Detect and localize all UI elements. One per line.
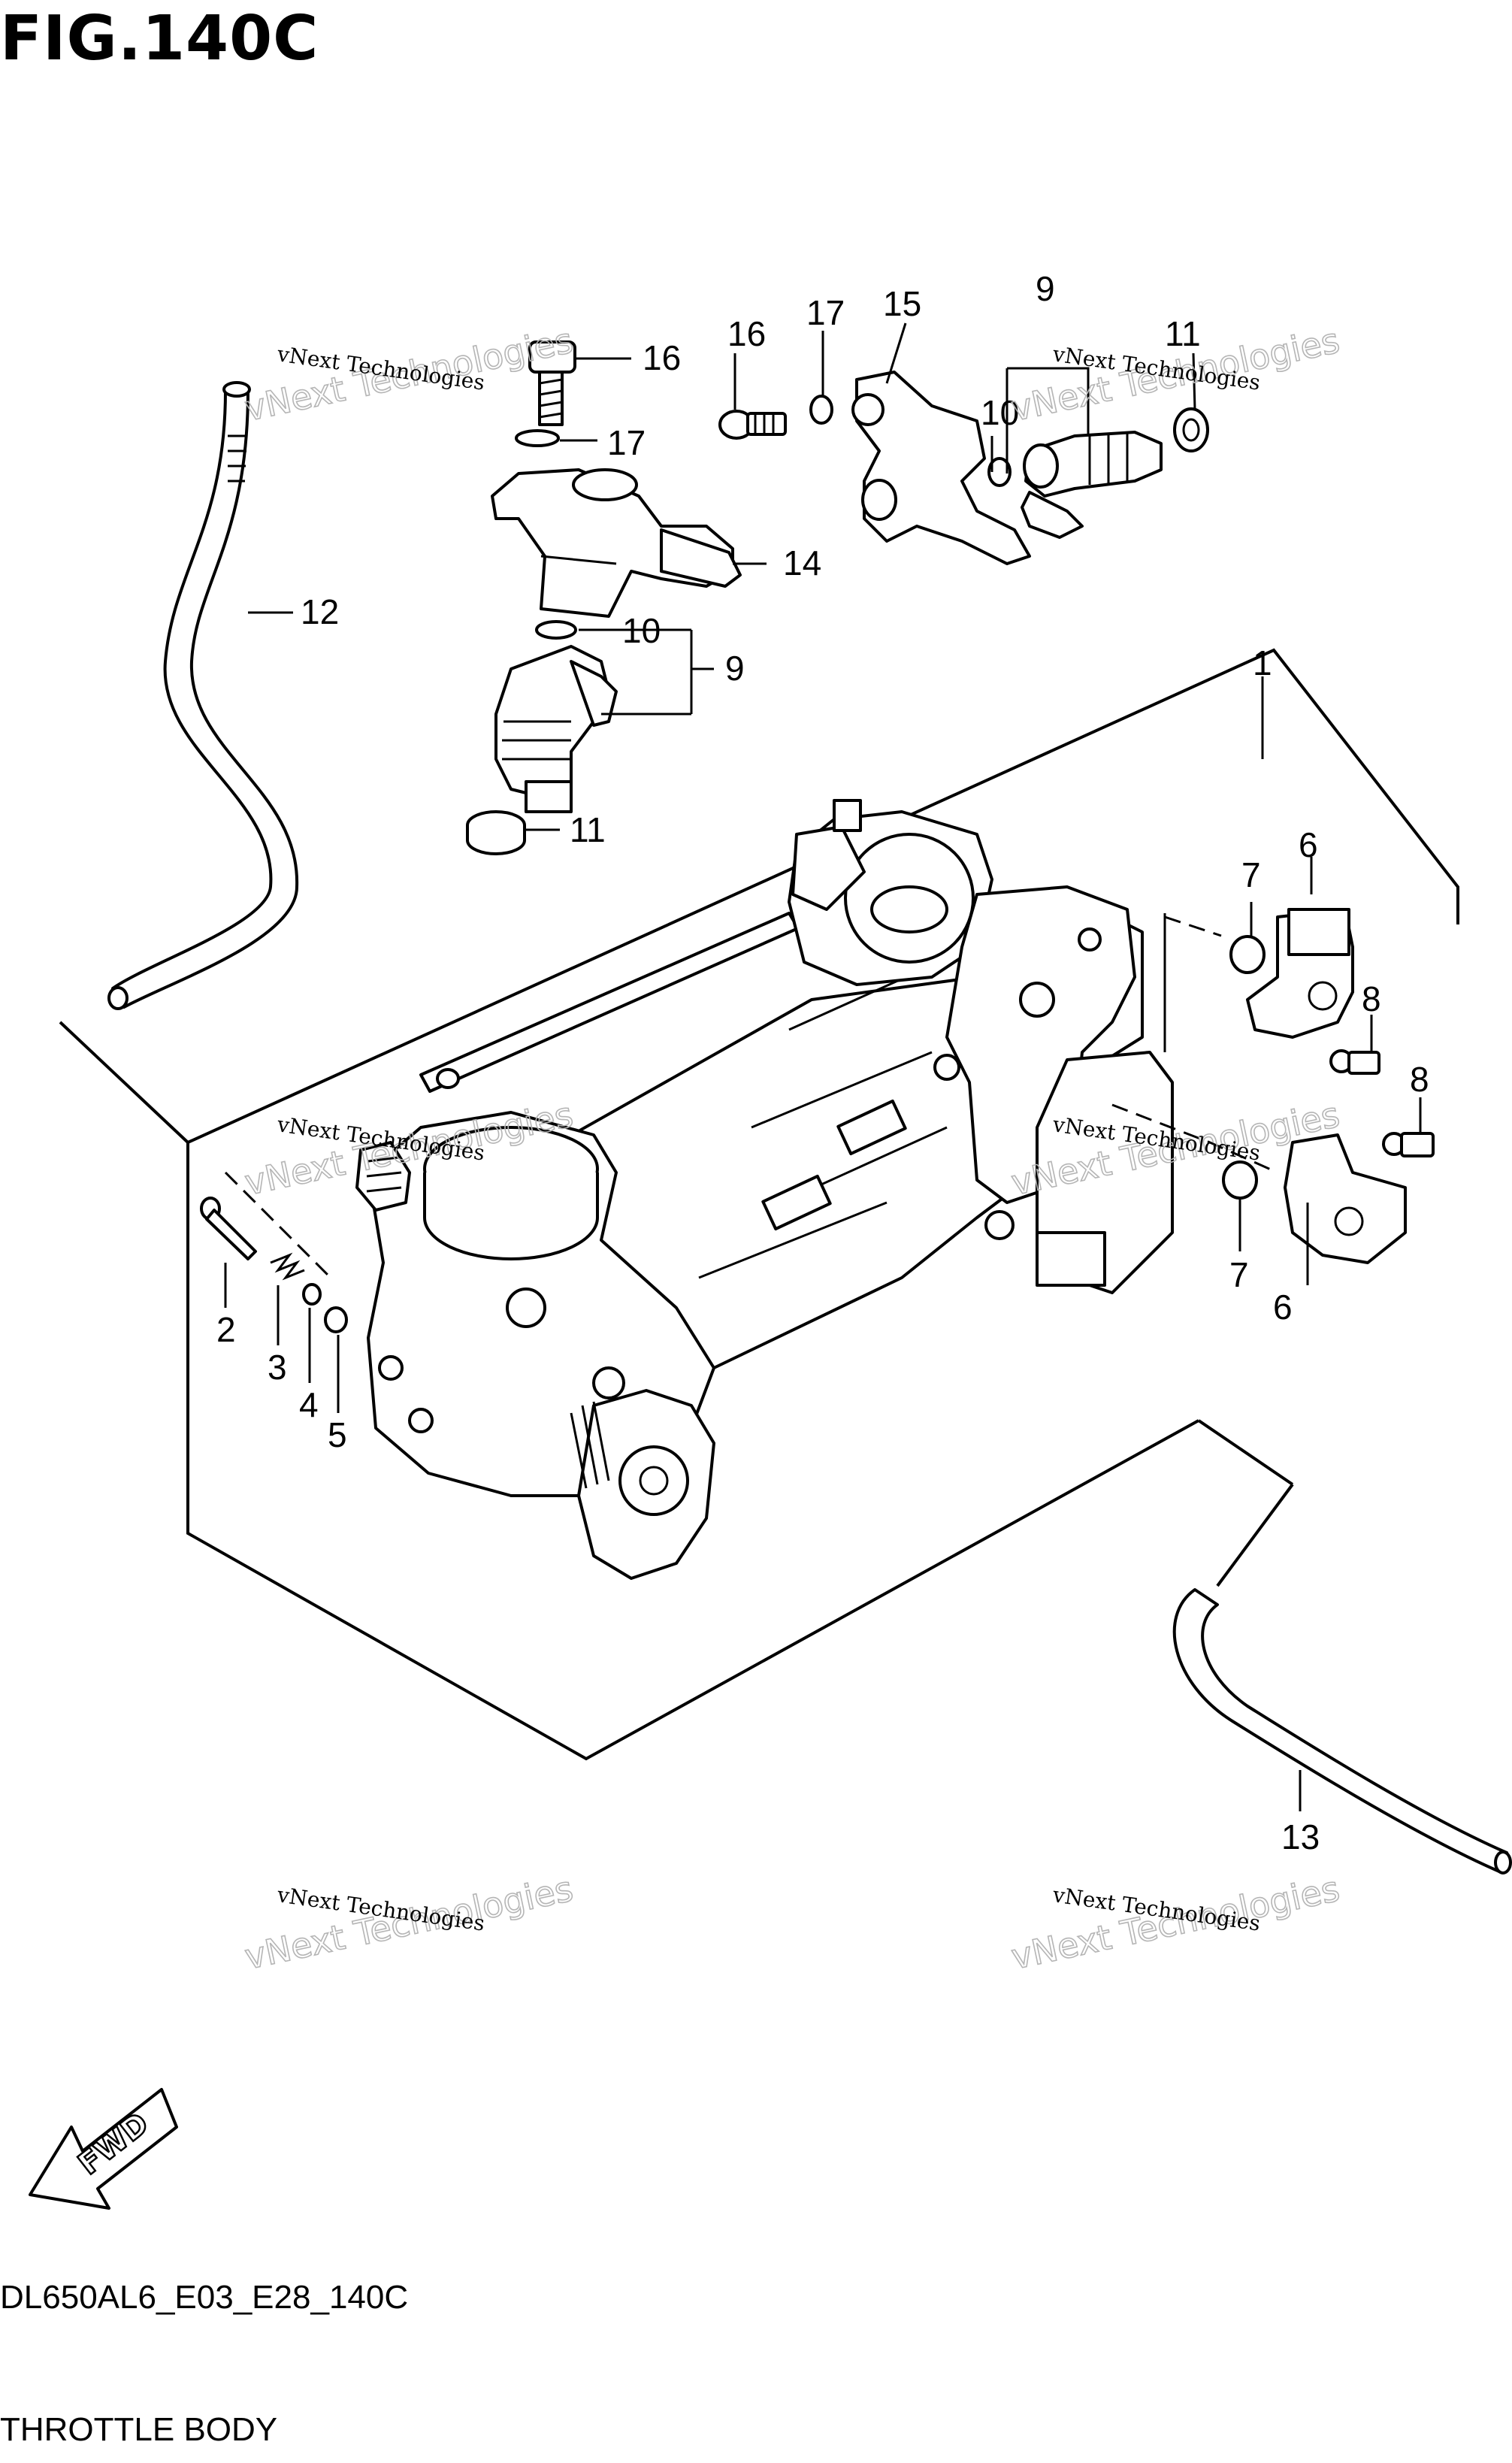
callout-17-right: 17 [806, 293, 845, 332]
o-ring-5 [324, 1306, 348, 1333]
callout-2: 2 [216, 1310, 236, 1349]
dashed-guide-upper [1164, 915, 1222, 937]
callout-12: 12 [301, 592, 339, 631]
bolt-8-upper [1329, 1049, 1380, 1075]
callout-10-left: 10 [622, 611, 661, 650]
sensor-6-lower [1284, 1133, 1407, 1264]
callout-5: 5 [328, 1415, 347, 1454]
callout-11-right: 11 [1165, 314, 1201, 353]
callout-1: 1 [1253, 643, 1272, 682]
washer-4 [302, 1283, 322, 1306]
leader-lines [224, 322, 1422, 1811]
sensor-6-upper [1246, 908, 1354, 1039]
fuel-delivery-pipe-15 [851, 371, 1031, 565]
callout-16-left: 16 [643, 338, 681, 377]
hose-12 [107, 381, 299, 1010]
cushion-11-left [466, 810, 526, 855]
dashed-guide-lower [1111, 1103, 1278, 1174]
callout-10-right: 10 [981, 393, 1019, 432]
callout-6-upper: 6 [1299, 825, 1318, 864]
o-ring-10-left [535, 620, 577, 640]
o-ring-17-right [809, 395, 833, 425]
assembly-box-outline [187, 648, 1459, 1144]
injector-9-left [494, 645, 618, 813]
callout-14: 14 [783, 543, 821, 582]
fuel-delivery-pipe-14 [491, 468, 742, 618]
o-ring-7-lower [1222, 1160, 1258, 1200]
cushion-11-right [1173, 407, 1209, 452]
callout-4: 4 [299, 1385, 319, 1424]
watermark-top-left: vNext Technologies vNext Technologies [240, 319, 577, 430]
hose-13-leader-a [1216, 1483, 1294, 1587]
callout-3: 3 [268, 1348, 287, 1387]
callout-8-upper: 8 [1362, 979, 1381, 1018]
assembly-box-bottom [186, 1142, 1199, 1761]
injector-9-right [1021, 431, 1163, 539]
box-left-extension [59, 1021, 189, 1144]
callout-16-right: 16 [727, 314, 766, 353]
forward-direction-arrow: FWD [29, 2088, 178, 2210]
bolt-16-right [718, 410, 787, 440]
hose-13 [1172, 1588, 1512, 1874]
bolt-8-lower [1382, 1132, 1435, 1157]
bolt-16-left [528, 340, 576, 426]
callout-15: 15 [883, 284, 921, 323]
box-right-extension [1197, 1419, 1294, 1486]
o-ring-17-left [515, 429, 560, 447]
callout-9-right: 9 [1036, 269, 1055, 308]
model-code-label: DL650AL6_E03_E28_140C [0, 2279, 409, 2316]
screw-2 [200, 1197, 257, 1260]
o-ring-7-upper [1229, 935, 1266, 974]
figure-title: FIG.140C [0, 3, 319, 74]
callout-7-lower: 7 [1229, 1255, 1249, 1294]
callout-6-lower: 6 [1273, 1287, 1293, 1327]
callout-13: 13 [1281, 1817, 1320, 1856]
watermark-bottom-right: vNext Technologies vNext Technologies [1007, 1868, 1344, 1978]
throttle-body-assembly [355, 799, 1174, 1580]
callout-9-left: 9 [725, 649, 745, 688]
callout-17-left: 17 [607, 423, 646, 462]
spring-3 [270, 1252, 305, 1281]
watermark-bottom-left: vNext Technologies vNext Technologies [240, 1868, 577, 1978]
callout-11-left: 11 [570, 810, 606, 849]
callout-8-lower: 8 [1410, 1060, 1429, 1099]
figure-name-label: THROTTLE BODY [0, 2411, 278, 2448]
callout-7-upper: 7 [1241, 855, 1261, 894]
o-ring-10-right [987, 457, 1012, 487]
